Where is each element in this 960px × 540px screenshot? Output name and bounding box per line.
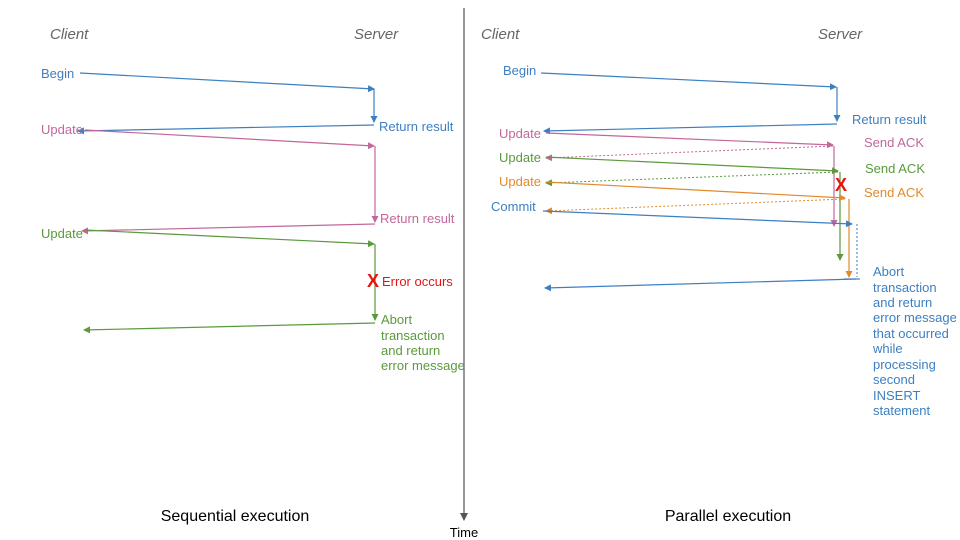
par-begin-arrow [540, 72, 837, 91]
par-abort-line: transaction [873, 280, 937, 295]
par-update-label-3: Update [499, 174, 541, 189]
par-send-ack-2: Send ACK [865, 161, 925, 176]
seq-return-result-2: Return result [380, 211, 455, 226]
par-update-label-1: Update [499, 126, 541, 141]
seq-error-text: Error occurs [382, 274, 453, 289]
par-client-header: Client [481, 26, 520, 43]
seq-begin-label: Begin [41, 66, 74, 81]
par-abort-line: Abort [873, 264, 904, 279]
par-abort-line: while [872, 341, 903, 356]
par-commit-arrow [542, 210, 853, 228]
seq-update-label-1: Update [41, 122, 83, 137]
seq-abort-line: Abort [381, 312, 412, 327]
par-return-result: Return result [852, 112, 927, 127]
par-ack-arrow-3 [545, 198, 846, 215]
seq-caption: Sequential execution [161, 508, 310, 525]
seq-return-arrow-2 [81, 223, 376, 235]
par-abort-line: that occurred [873, 326, 949, 341]
par-update-arrow-2 [545, 156, 839, 175]
par-update-arrow-1 [545, 132, 834, 149]
par-return-arrow [543, 123, 838, 135]
par-error-mark: X [835, 175, 847, 195]
seq-abort-arrow [83, 322, 376, 334]
par-send-ack-3: Send ACK [864, 185, 924, 200]
par-abort-line: second [873, 372, 915, 387]
par-ack-arrow-1 [545, 145, 834, 162]
par-update-label-2: Update [499, 150, 541, 165]
seq-return-result-1: Return result [379, 119, 454, 134]
par-caption: Parallel execution [665, 508, 791, 525]
par-abort-line: INSERT [873, 388, 920, 403]
seq-abort-line: and return [381, 343, 440, 358]
seq-update-arrow-2 [84, 229, 375, 248]
par-ack-arrow-2 [545, 171, 839, 187]
seq-client-header: Client [50, 26, 89, 43]
seq-update-label-2: Update [41, 226, 83, 241]
seq-error-mark: X [367, 271, 379, 291]
par-commit-label: Commit [491, 199, 536, 214]
par-send-ack-1: Send ACK [864, 135, 924, 150]
par-abort-arrow [544, 278, 857, 292]
par-server-header: Server [818, 26, 863, 43]
par-update-arrow-3 [545, 181, 846, 202]
seq-return-arrow-1 [77, 124, 375, 135]
seq-begin-arrow [79, 72, 375, 93]
seq-abort-line: error message [381, 358, 465, 373]
par-begin-label: Begin [503, 63, 536, 78]
par-abort-text: Abort transaction and return error messa… [872, 264, 960, 418]
seq-abort-text: Abort transaction and return error messa… [381, 312, 465, 373]
time-label: Time [450, 525, 478, 540]
seq-abort-line: transaction [381, 328, 445, 343]
par-abort-line: processing [873, 357, 936, 372]
par-abort-line: statement [873, 403, 930, 418]
seq-server-header: Server [354, 26, 399, 43]
par-abort-line: error message [873, 310, 957, 325]
par-abort-line: and return [873, 295, 932, 310]
seq-update-arrow-1 [84, 129, 375, 150]
